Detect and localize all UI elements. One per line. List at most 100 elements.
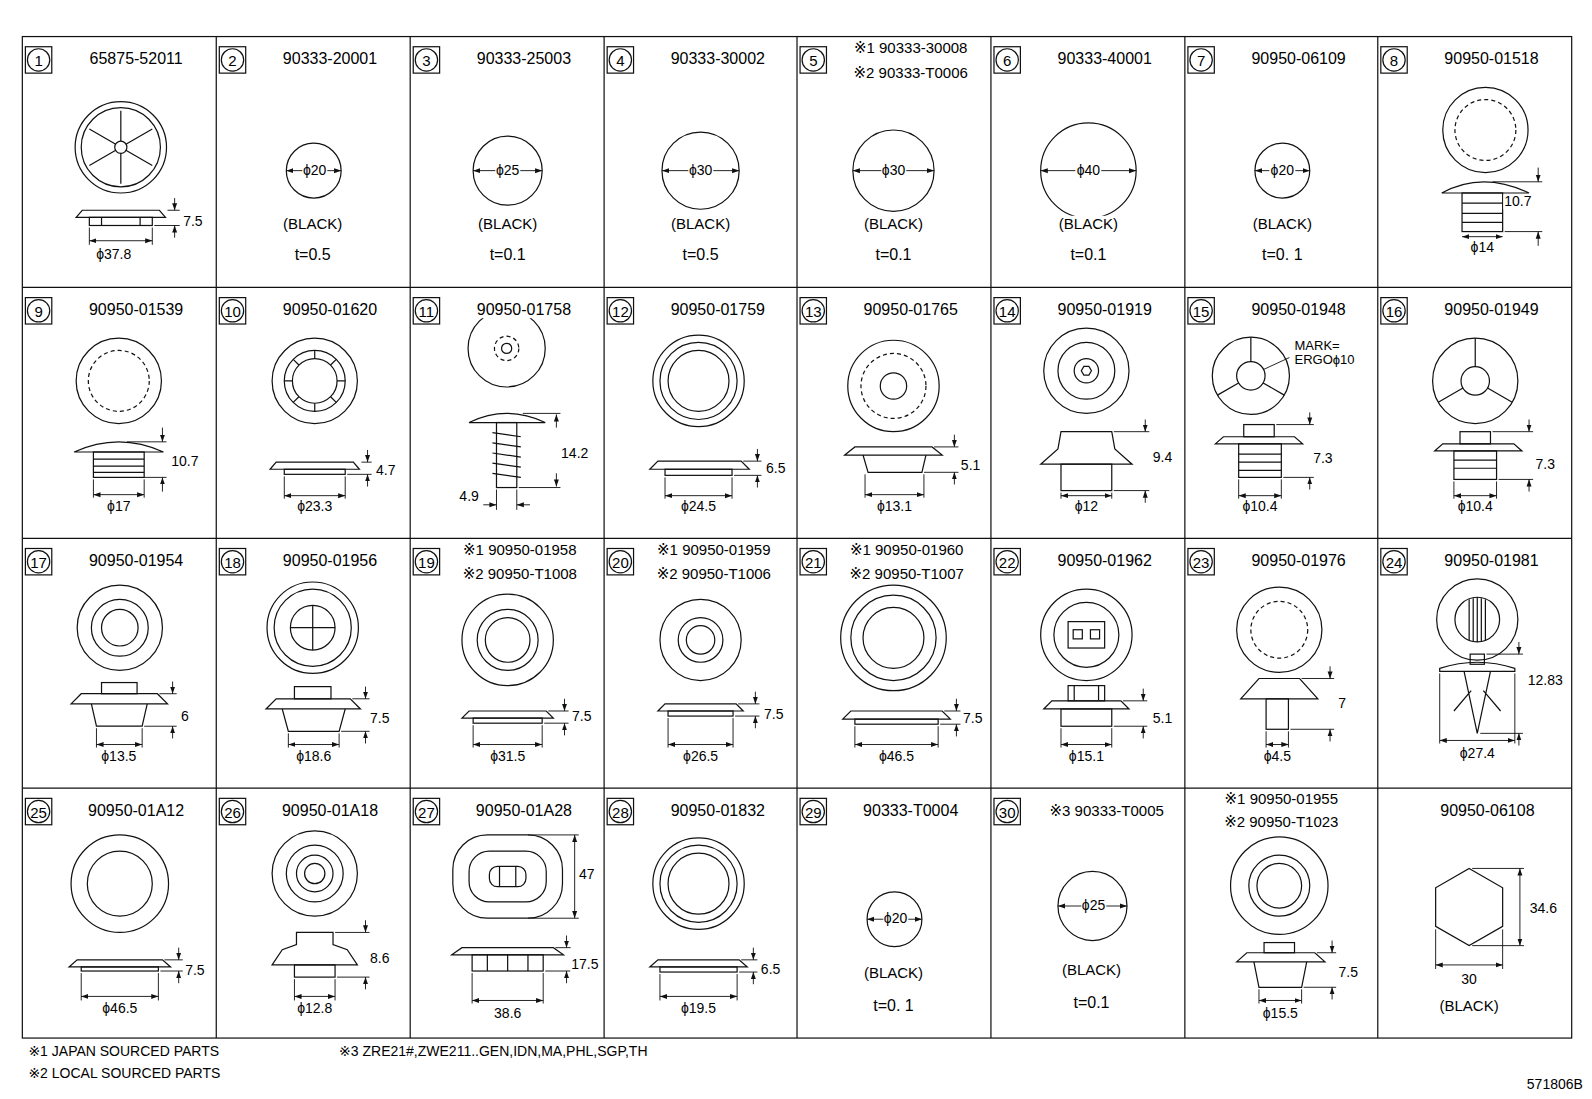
push-rivet-drawing — [1440, 662, 1515, 671]
grommet-drawing — [93, 452, 144, 477]
grommet-drawing — [755, 692, 756, 704]
dimension-label: ϕ18.6 — [295, 749, 332, 764]
callout-number: 13 — [804, 303, 823, 318]
part-number: ※2 90333-T0006 — [853, 65, 969, 82]
grommet-drawing — [660, 996, 737, 997]
grommet-drawing — [69, 835, 183, 1001]
grommet-drawing — [1217, 337, 1284, 395]
push-rivet-drawing — [1469, 597, 1485, 642]
grommet-drawing — [294, 965, 335, 977]
grommet-drawing — [462, 711, 553, 718]
callout-frame — [25, 298, 51, 324]
grommet-drawing — [462, 594, 553, 685]
grommet-drawing — [1529, 479, 1530, 491]
clip-drawing — [517, 504, 530, 505]
grommet-drawing — [843, 711, 951, 719]
footnote: ※3 ZRE21#,ZWE211..GEN,IDN,MA,PHL,SGP,TH — [338, 1045, 648, 1060]
footnote: ※2 LOCAL SOURCED PARTS — [27, 1066, 221, 1081]
part-number: 90333-T0004 — [862, 802, 959, 820]
grommet-drawing — [1237, 362, 1265, 390]
grommet-drawing — [290, 605, 335, 650]
color-note: (BLACK) — [282, 215, 343, 232]
part-number: ※1 90950-01955 — [1224, 791, 1340, 808]
grommet-drawing — [89, 240, 152, 241]
grommet-drawing — [174, 225, 175, 237]
grommet-drawing — [1266, 699, 1288, 729]
grommet-drawing — [162, 428, 163, 442]
clip-drawing — [483, 504, 496, 505]
grommet-drawing — [1061, 495, 1112, 496]
grommet-drawing — [954, 435, 955, 447]
grommet-drawing — [272, 831, 357, 916]
grommet-drawing — [665, 461, 761, 499]
callout-frame — [25, 47, 51, 73]
grommet-drawing — [1454, 495, 1497, 496]
part-number: 90950-01949 — [1443, 301, 1539, 319]
grommet-drawing — [305, 863, 325, 883]
grommet-drawing — [848, 340, 939, 431]
clip-drawing — [502, 343, 512, 353]
grommet-drawing — [1257, 863, 1302, 908]
grommet-drawing — [660, 342, 737, 419]
grommet-drawing — [75, 102, 166, 193]
dimension-label: 4.7 — [375, 464, 396, 479]
grommet-drawing — [294, 687, 331, 699]
grommet-drawing — [1068, 686, 1105, 701]
grommet-drawing — [1433, 338, 1518, 423]
callout-number: 11 — [418, 303, 436, 318]
oval-grommet-drawing — [500, 866, 516, 886]
color-note: (BLACK) — [1061, 962, 1122, 979]
thickness-note: t=0.1 — [489, 246, 527, 264]
footnote: ※1 JAPAN SOURCED PARTS — [27, 1045, 220, 1060]
grommet-drawing — [564, 699, 565, 711]
grommet-drawing — [266, 582, 370, 748]
table-grid — [22, 37, 1571, 1038]
oval-grommet-drawing — [472, 948, 570, 1004]
grommet-drawing — [650, 461, 750, 469]
callout-frame — [219, 298, 245, 324]
dimension-label: 6.5 — [765, 462, 786, 477]
part-number: 90333-40001 — [1057, 50, 1153, 68]
dimension-label: 34.6 — [1529, 901, 1558, 916]
callout-number: 12 — [611, 303, 630, 318]
grommet-drawing — [1461, 367, 1489, 395]
dimension-label: 12.83 — [1527, 673, 1564, 688]
grommet-drawing — [174, 198, 175, 210]
grommet-drawing — [1061, 744, 1112, 745]
dimension-label: 7.3 — [1312, 451, 1333, 466]
dimension-label: 9.4 — [1152, 450, 1173, 465]
push-rivet-drawing — [1470, 654, 1484, 664]
dimension-label: 7.3 — [1535, 457, 1556, 472]
color-note: (BLACK) — [863, 215, 924, 232]
oval-grommet-drawing — [566, 971, 567, 983]
part-number: 90950-01539 — [88, 301, 184, 319]
part-number: 90950-06108 — [1439, 802, 1535, 820]
grommet-drawing — [91, 704, 147, 726]
grommet-drawing — [1237, 587, 1334, 747]
dimension-label: ϕ20 — [1270, 163, 1295, 178]
grommet-drawing — [284, 350, 345, 411]
dimension-label: 7.5 — [1338, 965, 1359, 980]
grommet-drawing — [658, 704, 743, 711]
grommet-drawing — [1054, 602, 1119, 667]
dimension-label: 6 — [180, 709, 190, 724]
dimension-label: ϕ25 — [1081, 898, 1106, 913]
thickness-note: t=0.1 — [1069, 246, 1107, 264]
grommet-drawing — [1041, 589, 1132, 680]
dimension-label: 7.5 — [182, 215, 203, 230]
grommet-drawing — [89, 210, 179, 245]
grommet-drawing — [1330, 729, 1331, 741]
grommet-drawing — [89, 111, 152, 184]
grommet-drawing — [1068, 622, 1105, 648]
callout-number: 29 — [804, 804, 823, 819]
clip-drawing — [494, 336, 518, 360]
oval-grommet-drawing — [487, 955, 528, 971]
grommet-drawing — [1332, 941, 1333, 953]
hex-cap-drawing — [1436, 868, 1524, 969]
grommet-drawing — [658, 599, 760, 747]
callout-number: 7 — [1196, 52, 1206, 67]
push-rivet-drawing — [1440, 654, 1523, 743]
grommet-drawing — [1239, 495, 1282, 496]
push-rivet-drawing — [1454, 671, 1501, 733]
disc-plug-drawing — [286, 123, 1309, 947]
